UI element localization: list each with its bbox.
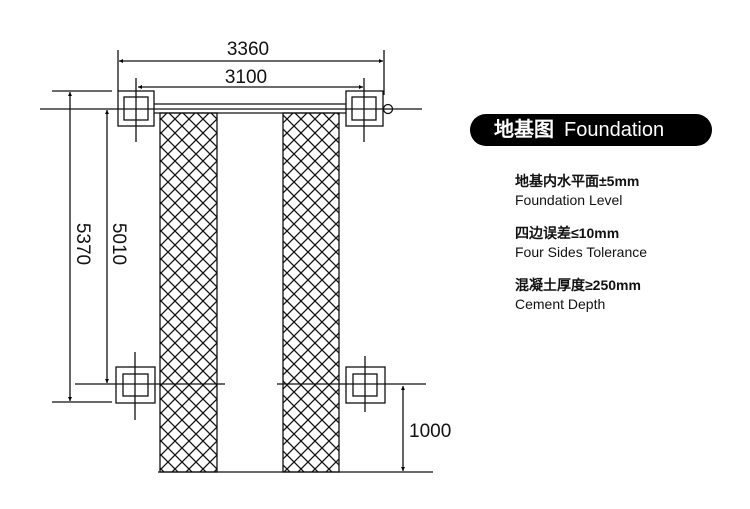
top-beam — [154, 103, 346, 114]
spec-en: Four Sides Tolerance — [515, 244, 648, 260]
spec-cn: 四边误差≤10mm — [515, 225, 620, 241]
spec-list: 地基内水平面±5mm Foundation Level 四边误差≤10mm Fo… — [515, 172, 647, 328]
spec-en: Foundation Level — [515, 192, 623, 208]
spec-cn: 地基内水平面±5mm — [515, 173, 640, 189]
spec-item: 混凝土厚度≥250mm Cement Depth — [515, 276, 647, 314]
legend-title-cn: 地基图 — [494, 119, 554, 141]
legend-title-en: Foundation — [564, 119, 665, 141]
dim-3360: 3360 — [227, 39, 269, 60]
post-top-left — [117, 78, 155, 142]
concrete-strip-right — [282, 112, 340, 473]
post-top-right — [345, 78, 394, 142]
post-bottom-right — [345, 356, 386, 412]
legend-title: 地基图 Foundation — [470, 114, 712, 146]
spec-cn: 混凝土厚度≥250mm — [515, 277, 641, 293]
spec-item: 四边误差≤10mm Four Sides Tolerance — [515, 224, 647, 262]
dim-1000: 1000 — [409, 421, 451, 442]
concrete-strip-left — [159, 112, 218, 473]
post-bottom-left — [115, 352, 156, 420]
dim-5010: 5010 — [108, 223, 129, 265]
dim-5370: 5370 — [72, 223, 93, 265]
spec-item: 地基内水平面±5mm Foundation Level — [515, 172, 647, 210]
spec-en: Cement Depth — [515, 296, 606, 312]
dim-3100: 3100 — [225, 67, 267, 88]
